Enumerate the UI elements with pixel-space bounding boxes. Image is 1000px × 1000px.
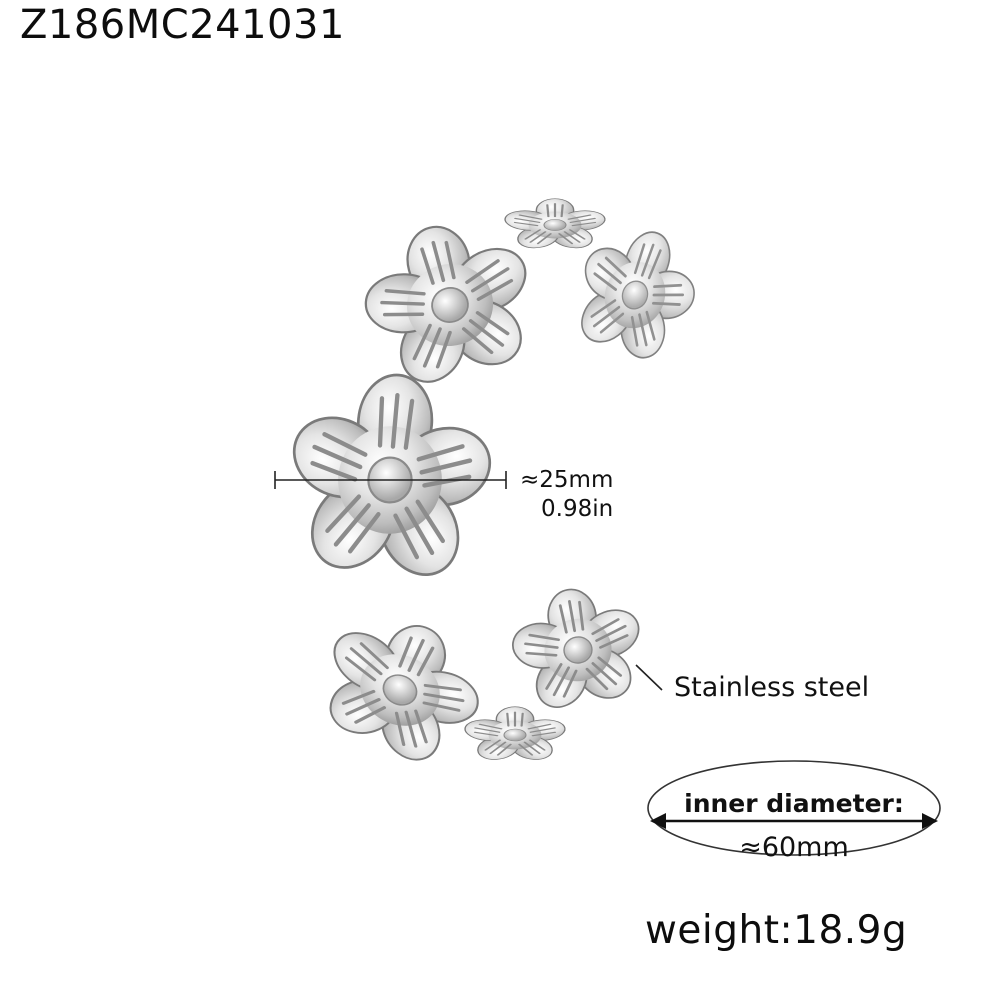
material-leader-line [635, 664, 663, 691]
width-dimension-line [274, 471, 507, 489]
flower-main [273, 366, 507, 597]
flower-back-top [498, 197, 612, 253]
inner-diameter-label: inner diameter: [684, 789, 904, 818]
inner-diameter-callout: inner diameter: ≈60mm [646, 762, 942, 882]
inner-diameter-value: ≈60mm [739, 832, 849, 863]
flower-bottom-left [292, 591, 508, 791]
flower-width-mm: ≈25mm [520, 467, 614, 493]
inner-diameter-ellipse [647, 760, 941, 856]
material-callout: Stainless steel [674, 672, 870, 703]
product-weight: weight:18.9g [645, 908, 908, 953]
flower-width-in: 0.98in [541, 496, 614, 522]
product-sku: Z186MC241031 [20, 2, 345, 48]
flower-bottom-right [497, 576, 660, 726]
flower-bottom-back [458, 705, 572, 765]
